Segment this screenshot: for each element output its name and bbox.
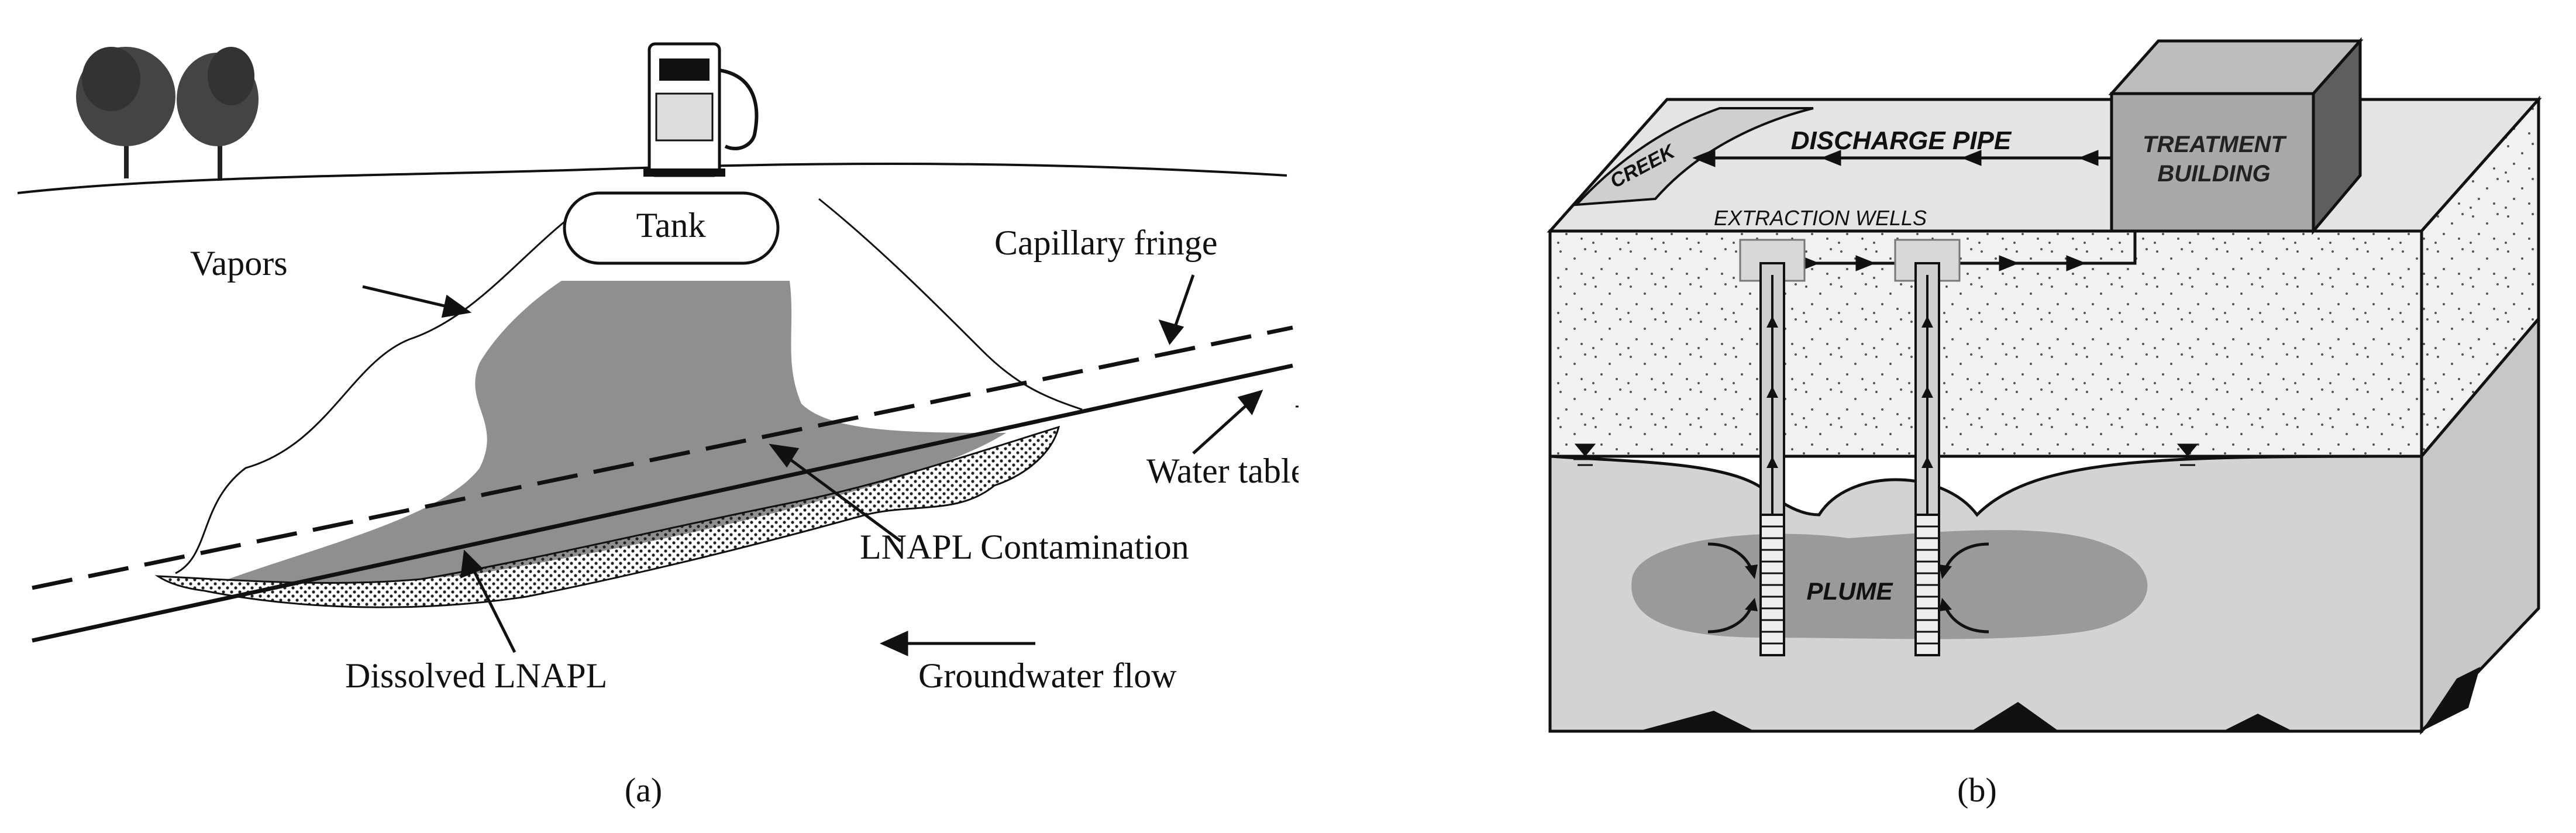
water-table-line [32,363,1293,643]
tank-shape [563,191,780,265]
annotation-arrows [362,274,1263,656]
bedrock-notches [1638,667,2480,731]
capillary-fringe-label: Capillary fringe [994,223,1218,262]
trees-icon [76,47,259,178]
groundwater-flow-label: Groundwater flow [918,656,1177,695]
saturated-zone-side [2420,315,2540,735]
tank-label: Tank [636,206,705,245]
fuel-pump-icon [643,42,759,177]
water-table-symbol-icon [1296,405,1299,408]
panel-a-lnapl-diagram: Tank Vapors Capillary fringe Water table… [17,42,1299,809]
panel-b-extraction-diagram: CREEK TREATMENT BUILDING DISCHARGE PIPE … [1521,0,2576,833]
capillary-fringe-line [32,325,1293,590]
vadose-zone-front [1548,229,2423,458]
panel-b-caption: (b) [1957,771,1997,809]
plume-label: PLUME [1807,577,1894,605]
vapors-label: Vapors [190,244,288,283]
extraction-wells-label: EXTRACTION WELLS [1714,206,1927,230]
treatment-building-label-line1: TREATMENT [2143,132,2287,157]
treatment-building-label-line2: BUILDING [2157,161,2270,187]
lnapl-contamination-label: LNAPL Contamination [860,528,1189,566]
panel-a-caption: (a) [625,771,662,809]
dissolved-lnapl-label: Dissolved LNAPL [345,656,607,695]
capture-flow-arrowheads [1745,564,1952,611]
water-table-label: Water table [1146,452,1299,490]
discharge-pipe-label: DISCHARGE PIPE [1791,126,2012,155]
lnapl-contamination-shape [228,281,1006,583]
panel-a-svg: Tank Vapors Capillary fringe Water table… [17,42,1299,809]
water-table-symbol-icon [1573,443,2199,466]
discharge-pipe [1692,149,2112,167]
treatment-building [2108,37,2364,235]
panel-b-svg: CREEK TREATMENT BUILDING DISCHARGE PIPE … [1547,37,2542,809]
vapor-envelope-line [175,198,1083,574]
creek-shape [1573,107,1814,206]
well-screens [1761,525,1939,645]
ground-surface-line [17,163,1287,194]
